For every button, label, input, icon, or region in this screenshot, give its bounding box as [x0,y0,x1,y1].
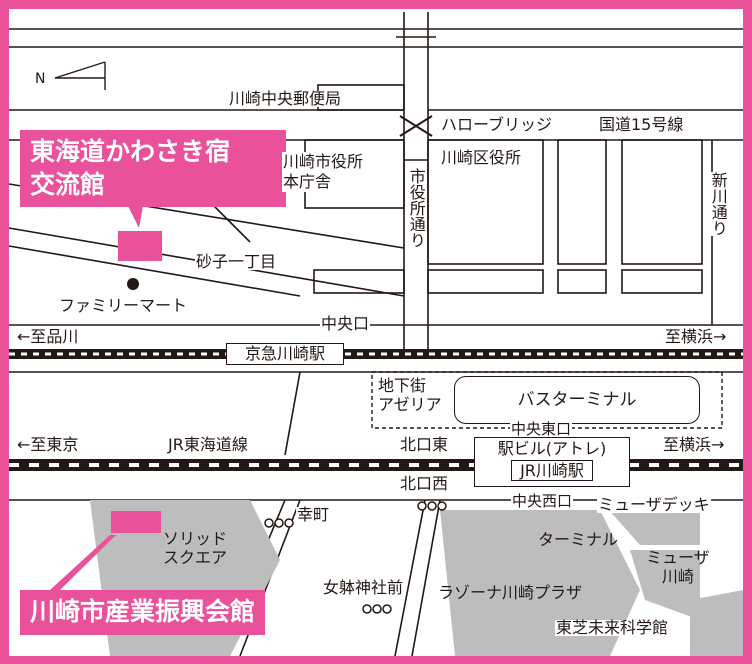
road-diag-3 [8,245,301,297]
route15-label: 国道15号線 [598,115,685,134]
venue-sangyo-shinko: 川崎市産業振興会館 [20,590,266,635]
sangyo-marker [111,511,161,533]
underground-mall-label: 地下街 アゼリア [377,376,443,415]
block-2 [557,139,607,265]
keikyu-station-label: 京急川崎駅 [226,343,344,365]
bus-terminal: バスターミナル [454,376,700,424]
bus-stop-icons [264,501,447,614]
city-hall-label: 川崎市役所 本庁舎 [282,152,365,192]
hello-bridge-label: ハローブリッジ [440,115,554,134]
muza-deck-label: ミューザデッキ [597,495,711,514]
chuo-higashi-exit-label: 中央東口 [510,420,573,438]
block-4 [427,269,544,294]
chuo-nishi-exit-label: 中央西口 [511,492,574,510]
jr-railway [9,459,743,471]
hello-bridge-icon [399,115,433,137]
road-south-5 [411,499,441,657]
saiwaicho-label: 幸町 [296,505,331,524]
shiyakusho-dori-label: 市役所通り [406,168,426,248]
jr-tokaido-label: JR東海道線 [167,435,249,454]
block-3 [621,139,703,265]
chuo-exit-label: 中央口 [320,314,371,333]
okamoto-shrine-label: 女躰神社前 [322,578,405,597]
family-mart-label: ファミリーマート [58,296,189,315]
road-south-4 [394,499,426,657]
station-building-label: 駅ビル(アトレ) [497,439,607,458]
to-yokohama-label-1: 至横浜→ [664,327,728,346]
kawasaki-juku-pointer [125,200,144,228]
north-arrow-icon [54,61,106,90]
block-1 [427,139,544,265]
sangyo-pointer [50,535,116,590]
terminal-label: ターミナル [538,530,619,549]
family-mart-icon [127,278,139,290]
isago-label: 砂子一丁目 [195,252,278,271]
block-6 [621,269,703,294]
post-office-label: 川崎中央郵便局 [228,89,343,108]
kawasaki-juku-marker [118,231,162,261]
block-7 [313,269,405,294]
toshiba-museum-label: 東芝未来科学館 [555,618,670,637]
venue-kawasaki-juku: 東海道かわさき宿 交流館 [20,130,286,207]
station-building: 駅ビル(アトレ) JR川崎駅 [474,437,630,487]
block-5 [557,269,607,294]
to-yokohama-label-2: 至横浜→ [662,435,726,454]
kitaguchi-higashi-label: 北口東 [399,435,450,454]
shinkawa-dori-label: 新川通り [708,172,728,236]
kitaguchi-nishi-label: 北口西 [399,474,450,493]
jr-station-label: JR川崎駅 [511,460,593,481]
road-south-1 [284,371,301,456]
muza-kawasaki-label: ミューザ 川崎 [646,548,710,587]
lazona-label: ラゾーナ川崎プラザ [438,583,583,602]
to-tokyo-label: ←至東京 [16,435,80,454]
solid-square-label: ソリッド スクエア [163,529,228,568]
ward-office-label: 川崎区役所 [440,148,523,167]
north-label: N [35,71,46,87]
keikyu-railway [9,349,743,359]
to-shinagawa-label: ←至品川 [16,327,80,346]
